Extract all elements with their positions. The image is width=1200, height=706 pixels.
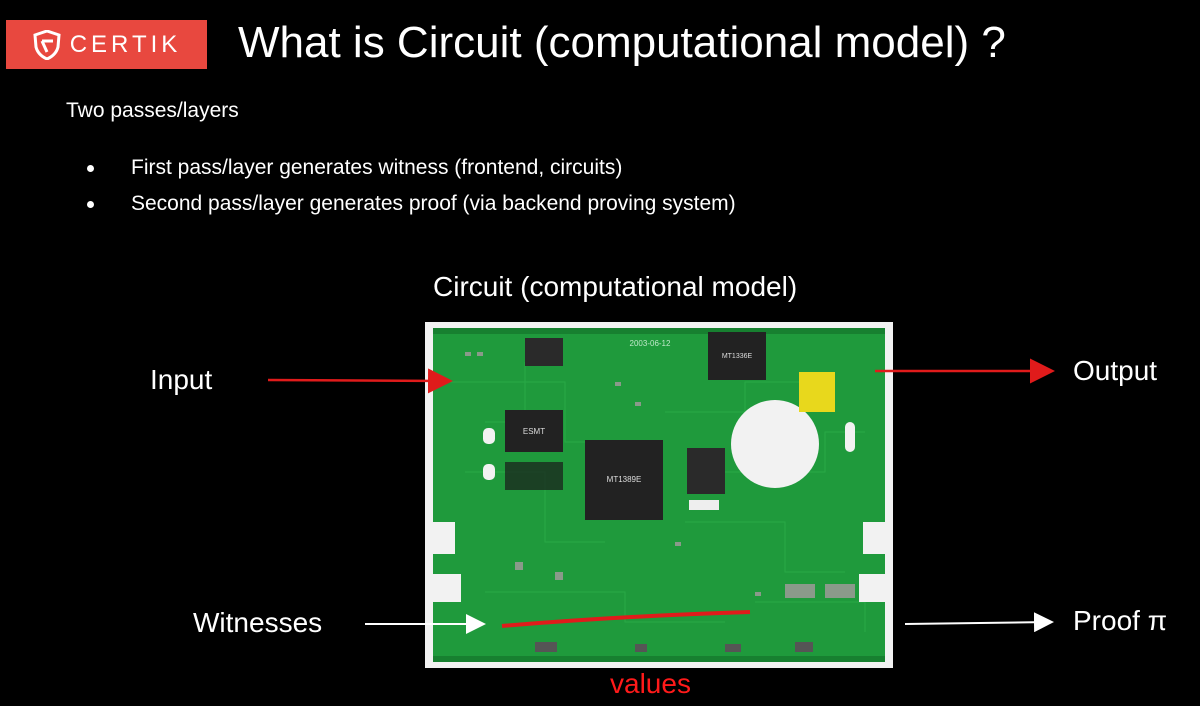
proof-arrow	[904, 612, 1054, 633]
circuit-board-image: MT1336E MT1389E ESMT 2003-06-12	[425, 322, 893, 668]
bullet-item: First pass/layer generates witness (fron…	[84, 150, 736, 186]
slide-title: What is Circuit (computational model) ?	[238, 18, 1006, 67]
input-label: Input	[150, 364, 213, 395]
output-label: Output	[1073, 355, 1158, 386]
chip-label-top: MT1336E	[722, 353, 753, 360]
board-date-label: 2003-06-12	[630, 339, 671, 348]
certik-logo-text: CERTIK	[69, 30, 182, 58]
bullet-dot	[87, 201, 94, 208]
bullet-text: First pass/layer generates witness (fron…	[131, 156, 623, 179]
bullet-text: Second pass/layer generates proof (via b…	[131, 192, 736, 215]
chip-label-main: MT1389E	[607, 475, 642, 484]
figure-title: Circuit (computational model)	[433, 271, 798, 302]
certik-shield-icon	[33, 29, 61, 60]
bullet-dot	[87, 165, 94, 172]
input-arrow	[267, 368, 453, 394]
witnesses-label: Witnesses	[193, 607, 323, 638]
chip-label-left: ESMT	[523, 427, 545, 436]
proof-label: Proof π	[1073, 605, 1168, 636]
values-label: values	[610, 668, 691, 699]
certik-logo: CERTIK	[6, 20, 207, 69]
bullet-item: Second pass/layer generates proof (via b…	[84, 186, 736, 222]
intro-text: Two passes/layers	[66, 99, 239, 122]
bullet-list: First pass/layer generates witness (fron…	[84, 150, 736, 222]
